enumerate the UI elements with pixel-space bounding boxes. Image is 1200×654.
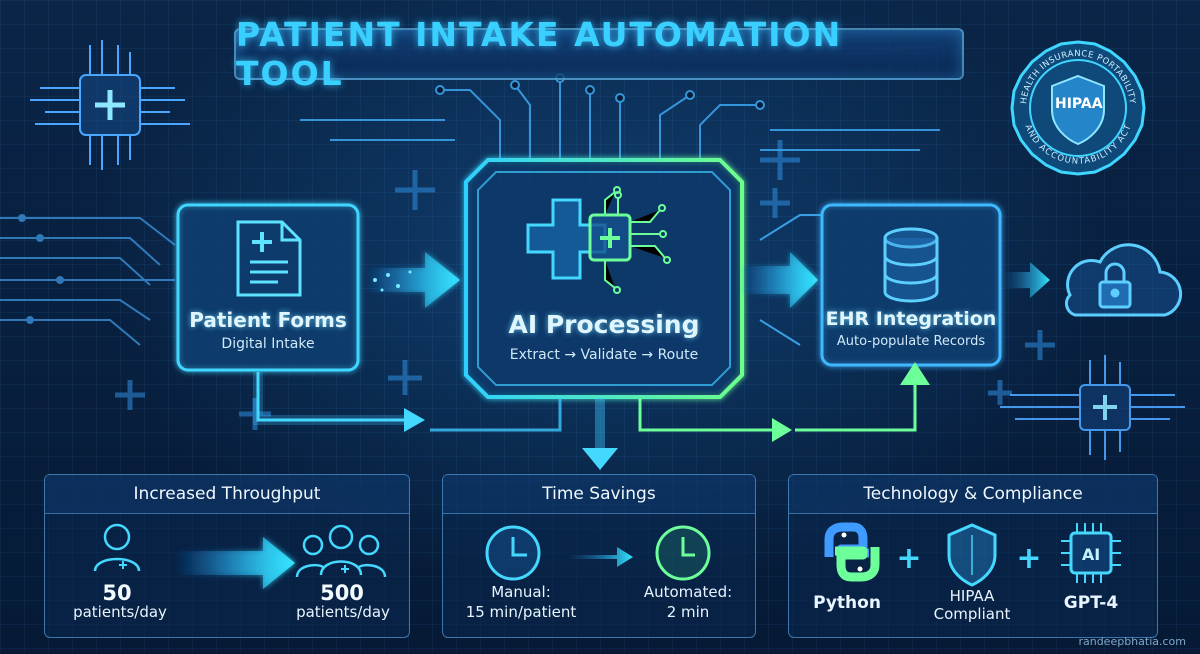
hipaa-seal xyxy=(1010,40,1146,176)
manual-label: Manual: xyxy=(491,583,551,601)
shield-icon xyxy=(947,523,997,587)
throughput-icons xyxy=(93,523,387,589)
ehr-frame xyxy=(820,203,1002,367)
database-icon xyxy=(883,227,939,303)
ai-processing-subtitle: Extract → Validate → Route xyxy=(509,347,699,363)
footer-credit: randeepbhatia.com xyxy=(1078,635,1186,648)
hipaa-seal-ring-text: HEALTH INSURANCE PORTABILITY AND ACCOUNT… xyxy=(1019,49,1137,167)
chip-top-left xyxy=(30,40,190,170)
title-banner: PATIENT INTAKE AUTOMATION TOOL xyxy=(234,15,964,93)
automated-clock-icon xyxy=(655,525,711,581)
patient-group-icon xyxy=(295,524,387,578)
technology-icons xyxy=(824,522,1121,587)
ehr-integration-subtitle: Auto-populate Records xyxy=(836,334,986,349)
manual-clock-icon xyxy=(485,525,541,581)
ai-chip-label: AI xyxy=(1081,545,1101,564)
throughput-heading: Increased Throughput xyxy=(45,475,409,514)
ehr-integration-title: EHR Integration xyxy=(825,308,997,330)
page-title: PATIENT INTAKE AUTOMATION TOOL xyxy=(236,15,843,93)
flow-arrow-ehr-to-cloud xyxy=(1002,262,1050,298)
left-circuit-traces xyxy=(0,214,176,346)
ai-processing-title: AI Processing xyxy=(508,310,700,339)
cloud-lock-icon xyxy=(1065,243,1183,317)
python-logo-icon xyxy=(824,522,880,582)
throughput-before-unit: patients/day xyxy=(73,603,167,621)
plus-sign-2: + xyxy=(1016,541,1042,576)
python-label: Python xyxy=(813,593,881,613)
svg-text:AND ACCOUNTABILITY ACT: AND ACCOUNTABILITY ACT xyxy=(1022,123,1133,167)
throughput-arrow xyxy=(175,537,295,589)
patient-forms-node: Patient Forms Digital Intake xyxy=(178,308,358,352)
time-savings-heading: Time Savings xyxy=(443,475,755,514)
hipaa-seal-label: HIPAA xyxy=(1055,96,1103,112)
time-savings-panel: Time Savings Manual: 15 min/patient Auto… xyxy=(442,474,756,638)
flow-arrow-ai-to-ehr xyxy=(740,214,825,346)
svg-text:HEALTH INSURANCE PORTABILITY: HEALTH INSURANCE PORTABILITY xyxy=(1019,49,1137,105)
throughput-after-unit: patients/day xyxy=(296,603,390,621)
throughput-after-value: 500 xyxy=(320,581,364,605)
top-circuit-traces xyxy=(300,73,940,185)
hipaa-compliant-line1: HIPAA xyxy=(949,587,995,605)
hipaa-seal-ring-bottom: AND ACCOUNTABILITY ACT xyxy=(1022,123,1133,167)
time-savings-icons xyxy=(485,525,711,581)
technology-panel: Technology & Compliance AI + + Python HI… xyxy=(788,474,1158,638)
bottom-flow-lines xyxy=(253,362,930,470)
automated-value: 2 min xyxy=(666,603,710,621)
document-icon xyxy=(236,220,302,297)
plus-sign-1: + xyxy=(896,541,922,576)
manual-value: 15 min/patient xyxy=(465,603,577,621)
throughput-panel: Increased Throughput 50 patients/day 500… xyxy=(44,474,410,638)
patient-forms-frame xyxy=(176,203,360,372)
patient-forms-title: Patient Forms xyxy=(189,308,347,332)
automated-label: Automated: xyxy=(643,583,733,601)
ai-chip-icon xyxy=(1061,523,1121,583)
time-arrow xyxy=(567,547,633,567)
decorative-crosses xyxy=(115,140,1055,430)
ai-processing-node: AI Processing Extract → Validate → Route xyxy=(466,310,742,363)
hipaa-seal-ring-top: HEALTH INSURANCE PORTABILITY xyxy=(1019,49,1136,105)
hipaa-compliant-line2: Compliant xyxy=(933,605,1011,623)
technology-heading: Technology & Compliance xyxy=(789,475,1157,514)
ehr-integration-node: EHR Integration Auto-populate Records xyxy=(822,308,1000,349)
flow-arrow-forms-to-ai xyxy=(365,252,460,308)
ai-processing-frame xyxy=(464,158,744,399)
chip-bottom-right xyxy=(1000,355,1185,460)
medical-chip-icon xyxy=(526,186,671,294)
throughput-before-value: 50 xyxy=(102,581,132,605)
single-patient-icon xyxy=(93,523,141,572)
gpt-label: GPT-4 xyxy=(1063,593,1119,613)
patient-forms-subtitle: Digital Intake xyxy=(221,336,315,352)
